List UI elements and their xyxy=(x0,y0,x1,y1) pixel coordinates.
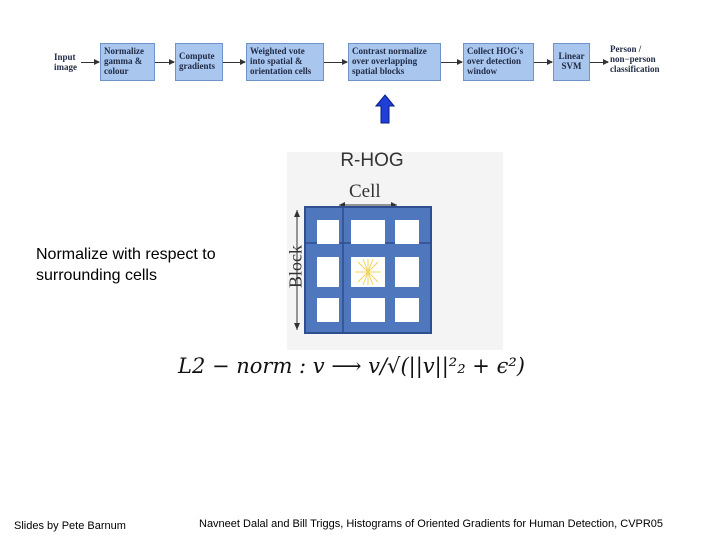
gradient-star-icon xyxy=(355,258,381,286)
pipeline-step-weighted-vote: Weighted vote into spatial & orientation… xyxy=(246,43,324,81)
rhog-grid-diagram xyxy=(294,202,432,334)
pipeline-arrow xyxy=(155,59,175,65)
pipeline-step-linear-svm: Linear SVM xyxy=(553,43,590,81)
pipeline-step-collect-hog: Collect HOG's over detection window xyxy=(463,43,534,81)
pipeline-arrow xyxy=(441,59,463,65)
l2-norm-formula: L2 − norm : v ⟶ v/√(||v||²₂ + ϵ²) xyxy=(178,354,525,378)
pipeline-output-label: Person / non−person classification xyxy=(610,44,660,74)
up-arrow-icon xyxy=(375,94,395,124)
pipeline-arrow xyxy=(324,59,348,65)
normalize-note: Normalize with respect to surrounding ce… xyxy=(36,246,216,284)
slides-credit: Slides by Pete Barnum xyxy=(14,520,126,532)
pipeline-step-contrast-normalize: Contrast normalize over overlapping spat… xyxy=(348,43,441,81)
pipeline-arrow xyxy=(534,59,553,65)
paper-citation: Navneet Dalal and Bill Triggs, Histogram… xyxy=(199,518,664,530)
pipeline-arrow xyxy=(590,59,609,65)
pipeline-input-label: Input image xyxy=(54,52,77,72)
pipeline-step-gradients: Compute gradients xyxy=(175,43,223,81)
pipeline-arrow xyxy=(81,59,100,65)
pipeline-step-normalize: Normalize gamma & colour xyxy=(100,43,155,81)
pipeline-arrow xyxy=(223,59,246,65)
rhog-title: R-HOG xyxy=(340,150,404,171)
cell-label: Cell xyxy=(349,181,381,202)
